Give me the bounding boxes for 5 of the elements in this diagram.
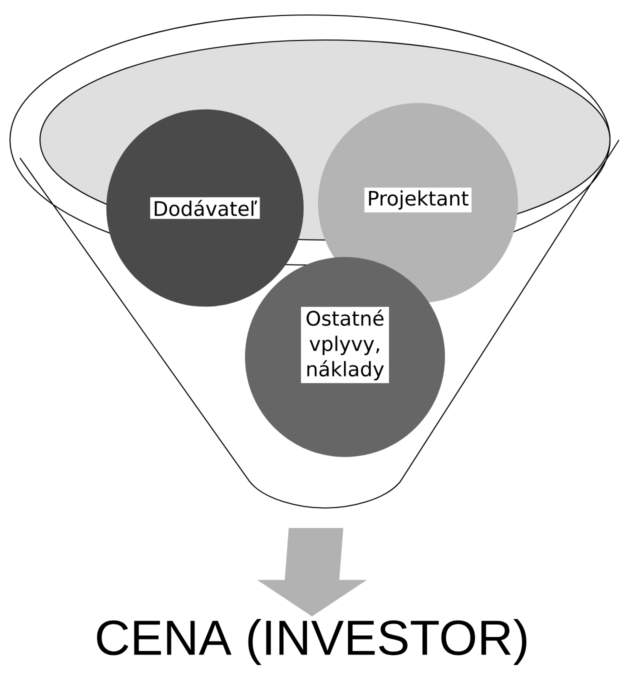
result-text: CENA (INVESTOR) bbox=[97, 619, 526, 665]
circle-label: Ostatné vplyvy, náklady bbox=[301, 306, 389, 384]
circle-label: Projektant bbox=[364, 188, 472, 212]
block-arrow bbox=[257, 528, 367, 616]
circle-label: Dodávateľ bbox=[150, 197, 260, 219]
